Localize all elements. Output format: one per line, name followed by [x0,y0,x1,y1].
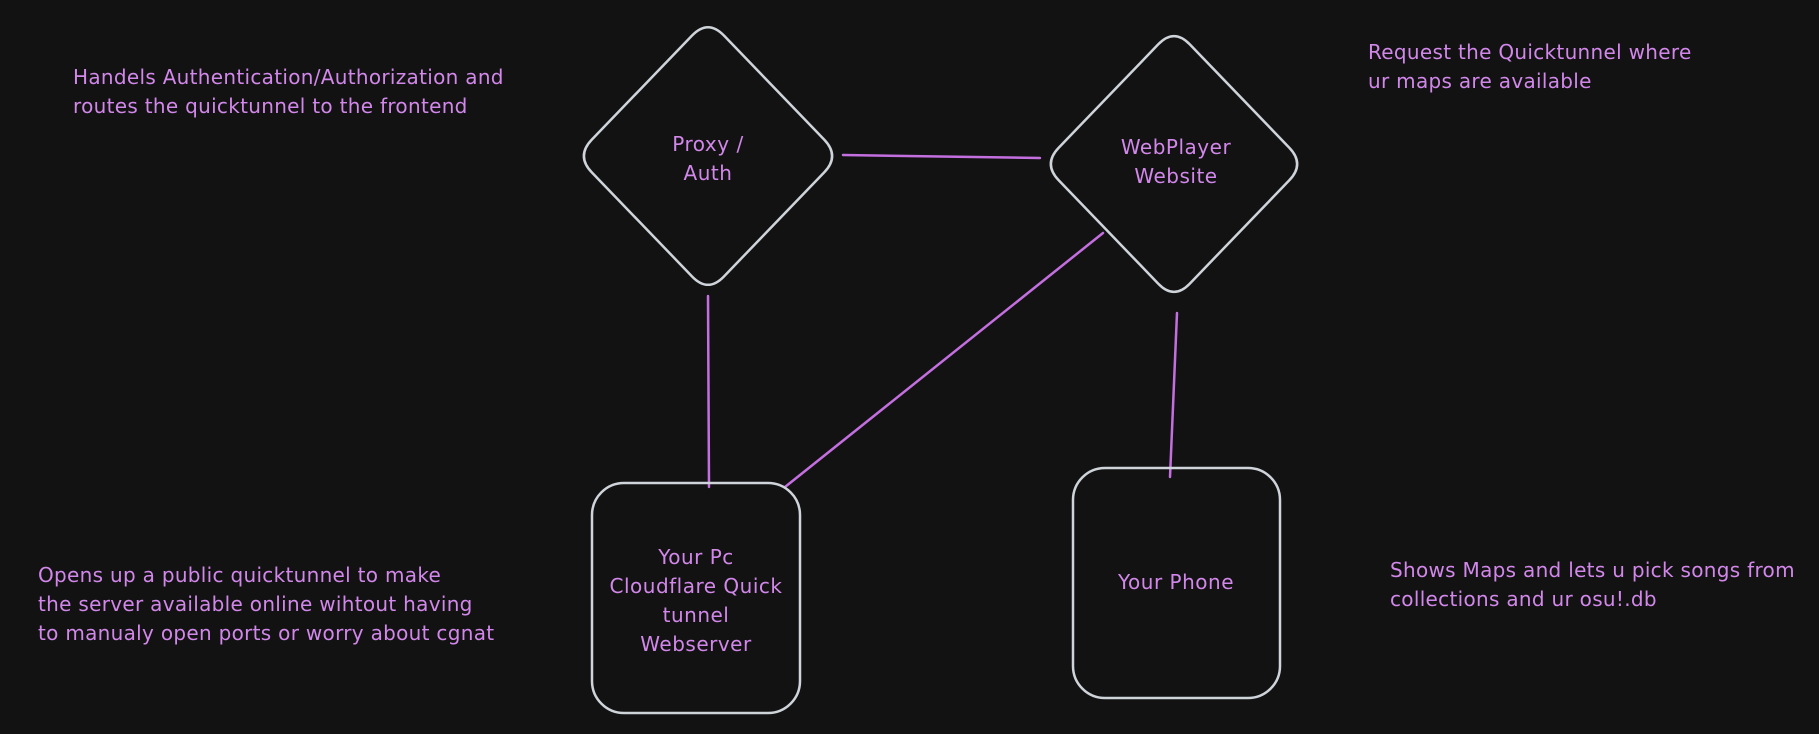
annotation-proxy-auth-note: Handels Authentication/Authorization and… [73,65,504,118]
annotation-webplayer-note: Request the Quicktunnel where ur maps ar… [1368,40,1692,93]
node-proxy-auth-diamond [582,25,834,287]
edge-webplayer-to-phone [1168,311,1179,479]
node-phone-label: Your Phone [1117,570,1235,594]
node-phone-box [1071,466,1282,700]
node-proxy-auth-label: Proxy / Auth [672,132,744,185]
node-pc-webserver-label: Your Pc Cloudflare Quick tunnel Webserve… [609,545,783,656]
annotation-quicktunnel-note: Opens up a public quicktunnel to make th… [38,563,495,645]
edge-proxy-to-pc [706,294,711,489]
node-webplayer-label: WebPlayer Website [1120,135,1232,188]
edge-proxy-to-webplayer [841,153,1042,160]
node-pc-webserver-box [590,481,802,715]
node-pc-webserver-diamond [1049,34,1299,294]
annotation-phone-note: Shows Maps and lets u pick songs from co… [1390,558,1795,611]
edge-webplayer-to-pc [783,231,1105,489]
